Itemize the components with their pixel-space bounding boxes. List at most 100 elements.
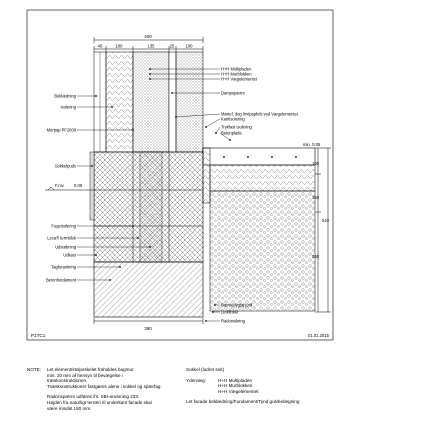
- leader-dot: [229, 139, 231, 141]
- leader-dot: [149, 246, 151, 248]
- bottom-dimension: [93, 318, 204, 324]
- label-left: Murpap PF2000: [47, 127, 77, 132]
- top-total-dim: 400: [144, 34, 152, 39]
- drawing-date: 01.01.2015: [308, 333, 330, 338]
- note-line: Træskonstruktioner fastgøres alene i sok…: [47, 383, 162, 389]
- label-right: Trykfast isolering: [221, 124, 253, 129]
- label-right: Kantisolering: [221, 116, 245, 121]
- label-right: H+H Multipladen: [221, 66, 252, 71]
- edge-insulation: [202, 147, 211, 204]
- leader-dot: [215, 132, 217, 134]
- note-line: H+H Murblokken: [218, 383, 253, 389]
- yderveeg-label: Ydervæg:: [186, 377, 206, 383]
- concrete-slab: [202, 147, 316, 166]
- right-dimensions: [315, 147, 331, 313]
- right-dim-mid: 150: [312, 195, 320, 200]
- top-segment-dim: 135: [148, 44, 156, 49]
- leader-dot: [91, 165, 93, 167]
- leader-dot: [212, 311, 214, 313]
- sokkel-render: [89, 151, 95, 221]
- leader-line: [215, 126, 221, 134]
- top-segment-dim: 25: [170, 44, 175, 49]
- note-line: H+H Vægelementet: [218, 388, 259, 394]
- top-segment-dim: 100: [116, 44, 124, 49]
- lightweight-clay: [209, 190, 316, 312]
- label-left: Udstøbning: [55, 244, 77, 249]
- leader-dot: [171, 92, 173, 94]
- note-line: Sokkel (lodret snit): [186, 367, 225, 372]
- note-line: min. 20 mm af hensyn til bevægelse i: [47, 372, 123, 378]
- right-dim-top: 100: [312, 161, 320, 166]
- label-left: Tagforankring: [51, 264, 77, 269]
- leader-line: [219, 132, 231, 141]
- leader-line: [205, 118, 221, 128]
- note-line: være mindst 150 mm.: [47, 405, 92, 411]
- bottom-total-dim: 390: [144, 326, 152, 331]
- leader-dot: [205, 126, 207, 128]
- right-level: min. 0.05: [303, 142, 321, 147]
- drawing-code: P1TC1: [31, 333, 46, 338]
- label-left: Udkast: [63, 252, 77, 257]
- label-right: H+H Vægelementet: [221, 76, 258, 81]
- label-left: Betonfundament: [46, 277, 77, 282]
- top-segment-dim: 40: [98, 44, 103, 49]
- label-right: Dampspærre: [221, 90, 246, 95]
- label-right: Betonplade: [221, 130, 242, 135]
- floor-level: 0.00: [74, 183, 83, 188]
- leader-dot: [132, 129, 134, 131]
- notes-right-column: Sokkel (lodret snit) Ydervæg: H+H Multipla…: [186, 367, 386, 405]
- pressure-insulation: [209, 164, 316, 192]
- label-left: Leca® termblok: [47, 235, 77, 240]
- slab-dots: [223, 156, 297, 158]
- leader-dot: [149, 78, 151, 80]
- top-segment-labels: 40 100 135 25 100: [98, 44, 193, 49]
- note-line: H+H Multipladen: [218, 377, 253, 383]
- label-right: Mørtel, dog lim/papfuls ved Vægelementet: [221, 111, 299, 116]
- right-dim-total: 510: [322, 218, 330, 223]
- leader-dot: [132, 225, 134, 227]
- label-left: Sokkelpuds: [55, 163, 76, 168]
- floor-label: F.niv.: [55, 183, 65, 188]
- leader-dot: [95, 95, 97, 97]
- hh-wall: [132, 51, 170, 153]
- label-right: Letklinker: [221, 309, 239, 314]
- notes-left-column: Let element/stolpeskelet fraholdes bagmu…: [47, 367, 187, 411]
- leader-dot: [175, 116, 177, 118]
- note-line: Højden fra naturligt terræn til underkan…: [47, 399, 152, 405]
- leader-dot: [95, 254, 97, 256]
- label-right: Radonsikring: [221, 318, 246, 323]
- block-core: [139, 151, 163, 263]
- label-right: H+H Murblokken: [221, 71, 252, 76]
- drawing-frame: [26, 9, 334, 341]
- note-line: Let element/stolpeskelet fraholdes bagmu…: [47, 367, 134, 372]
- wall-insulation: [105, 51, 134, 153]
- notes-title: NOTE:: [27, 367, 42, 372]
- top-segment-dim: 100: [186, 44, 194, 49]
- label-left: Fugeisolering: [51, 223, 76, 228]
- note-line: Let facade beklædning/Fundament/Tynd gul…: [186, 399, 300, 405]
- leader-line: [175, 113, 221, 118]
- leader-dot: [205, 320, 207, 322]
- leader-dot: [214, 304, 216, 306]
- inner-lining: [168, 51, 177, 153]
- inner-wall: [175, 51, 204, 153]
- leader-dot: [119, 266, 121, 268]
- leader-dot: [149, 73, 151, 75]
- label-left: Beklædning: [54, 93, 76, 98]
- leader-dot: [111, 106, 113, 108]
- right-dim-lower: 240: [312, 254, 320, 259]
- note-line: Radonspærre udføres iht. SBI-anvisning 2…: [47, 394, 140, 400]
- top-dimensions: [93, 37, 204, 52]
- label-right: Bæreedygtig jord: [221, 302, 253, 307]
- leader-dot: [137, 237, 139, 239]
- label-left: Isolering: [61, 104, 77, 109]
- concrete-footing: [93, 261, 204, 318]
- terrain-left: [45, 186, 94, 191]
- note-line: træskonstruktionen.: [47, 378, 88, 384]
